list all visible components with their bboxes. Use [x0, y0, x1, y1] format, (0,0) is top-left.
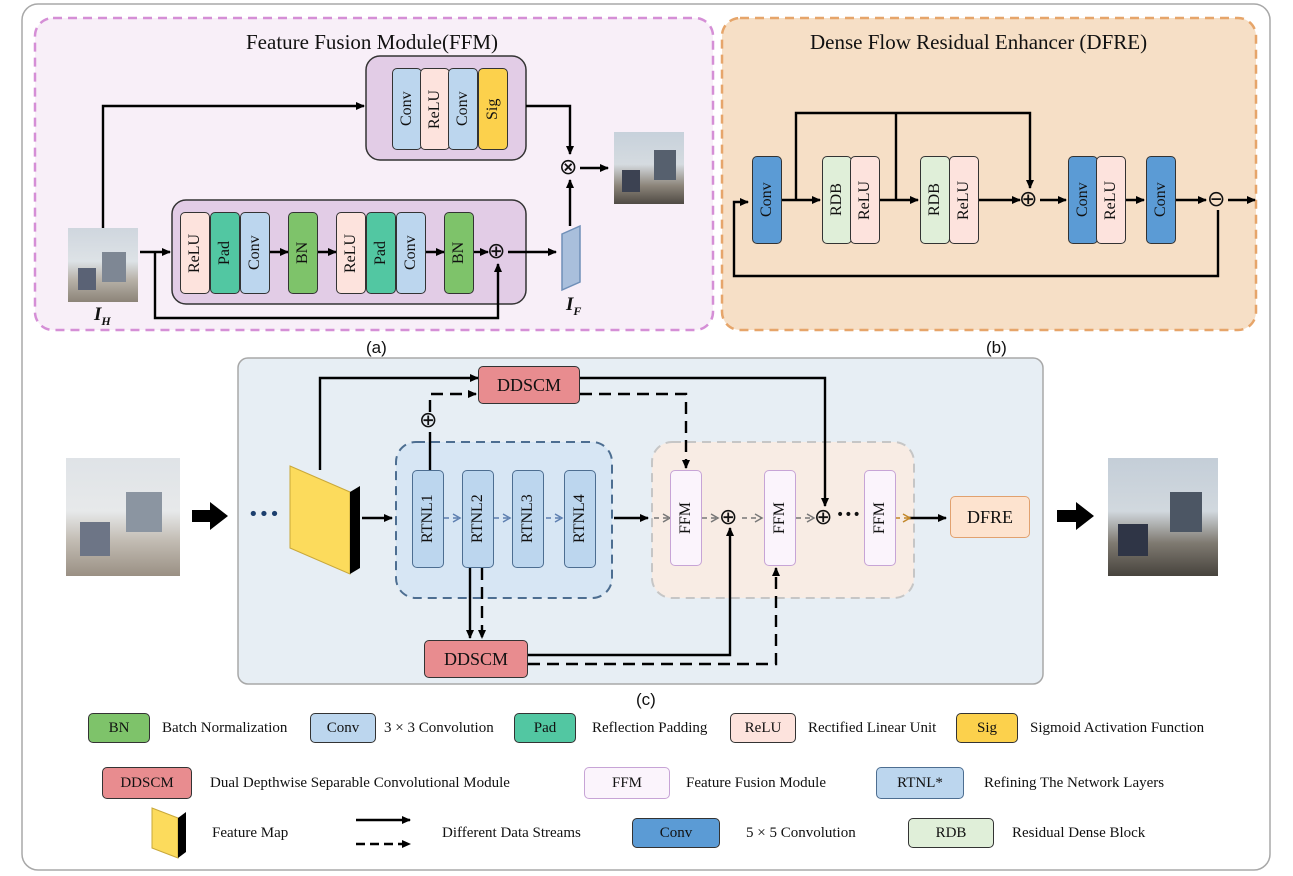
ffm-ellipsis: •••	[836, 507, 861, 523]
main-add-symbol-1: ⊕	[719, 505, 738, 530]
legend-bn-text: Batch Normalization	[162, 720, 288, 736]
dfre-rdb-2: RDB	[920, 156, 950, 244]
ffm-output-image	[614, 132, 684, 204]
dfre-add-symbol: ⊕	[1019, 187, 1038, 212]
ffm-res-conv-1: Conv	[240, 212, 270, 294]
legend-ddscm-swatch: DDSCM	[102, 767, 192, 799]
arrow-add-to-ddscm-dashed	[428, 390, 477, 412]
dfre-relu-1: ReLU	[850, 156, 880, 244]
legend-feature-map-icon	[151, 807, 186, 859]
rtnl-3: RTNL3	[512, 470, 544, 568]
legend-ddscm-text: Dual Depthwise Separable Convolutional M…	[210, 775, 510, 791]
legend-relu-swatch: ReLU	[730, 713, 796, 743]
ffm-attn-sig: Sig	[478, 68, 508, 150]
legend-feature-map-text: Feature Map	[212, 825, 289, 841]
main-add-symbol-top: ⊕	[419, 408, 438, 433]
dfre-rdb-1: RDB	[822, 156, 852, 244]
ffm-res-bn-1: BN	[288, 212, 318, 294]
caption-c: (c)	[636, 690, 656, 709]
legend-rtnl-text: Refining The Network Layers	[984, 775, 1165, 791]
ffm-add-symbol: ⊕	[487, 239, 506, 264]
ffm-block-2: FFM	[764, 470, 796, 566]
ffm-attn-relu: ReLU	[420, 68, 450, 150]
dfre-conv-2: Conv	[1068, 156, 1098, 244]
ffm-multiply-symbol: ⊗	[559, 155, 578, 180]
dfre-panel	[720, 16, 1258, 332]
legend-ffm-swatch: FFM	[584, 767, 670, 799]
leading-ellipsis: •••	[248, 504, 280, 525]
arrow-ih-to-attention	[101, 102, 365, 228]
rtnl-1: RTNL1	[412, 470, 444, 568]
input-hazy-image	[66, 458, 180, 576]
arrow-ddscm-bottom-to-ffm-dashed	[528, 567, 780, 666]
dfre-relu-3: ReLU	[1096, 156, 1126, 244]
if-feature-slab	[561, 224, 581, 292]
feature-map-block	[289, 465, 360, 575]
dfre-conv-3: Conv	[1146, 156, 1176, 244]
legend-conv5-text: 5 × 5 Convolution	[746, 825, 856, 841]
legend-rdb-text: Residual Dense Block	[1012, 825, 1146, 841]
arrow-ddscm-top-to-add2	[580, 376, 829, 507]
legend-pad-text: Reflection Padding	[592, 720, 708, 736]
arrow-fmap-to-ddscm-top	[318, 374, 479, 470]
legend-relu-text: Rectified Linear Unit	[808, 720, 937, 736]
dfre-block: DFRE	[950, 496, 1030, 538]
rtnl-2: RTNL2	[462, 470, 494, 568]
big-arrow-out	[1057, 502, 1094, 530]
legend-sig-swatch: Sig	[956, 713, 1018, 743]
legend-ffm-text: Feature Fusion Module	[686, 775, 826, 791]
legend-conv3-swatch: Conv	[310, 713, 376, 743]
outer-frame	[21, 3, 1271, 871]
input-image-ih	[68, 228, 138, 302]
output-clear-image	[1108, 458, 1218, 576]
ffm-res-relu-1: ReLU	[180, 212, 210, 294]
arrow-global-skip	[732, 198, 1220, 278]
big-arrow-in	[192, 502, 228, 530]
dfre-conv-1: Conv	[752, 156, 782, 244]
legend-conv3-text: 3 × 3 Convolution	[384, 720, 494, 736]
ih-label: IH	[94, 304, 111, 328]
arrow-ddscm-bottom-to-add1	[528, 527, 734, 657]
arrow-dense-skip-1	[794, 111, 1034, 200]
arrow-skip-connection	[153, 252, 502, 320]
ffm-res-pad-1: Pad	[210, 212, 240, 294]
ffm-block-3: FFM	[864, 470, 896, 566]
ddscm-top: DDSCM	[478, 366, 580, 404]
arrow-ddscm-top-to-ffm-dashed	[580, 392, 690, 469]
ffm-block-1: FFM	[670, 470, 702, 566]
arrow-attention-to-mul	[526, 104, 574, 155]
ffm-res-relu-2: ReLU	[336, 212, 366, 294]
dfre-relu-2: ReLU	[949, 156, 979, 244]
dfre-subtract-symbol: ⊖	[1207, 187, 1226, 212]
caption-b: (b)	[986, 338, 1007, 357]
legend-rtnl-swatch: RTNL*	[876, 767, 964, 799]
rtnl-4: RTNL4	[564, 470, 596, 568]
ffm-attn-conv-1: Conv	[392, 68, 422, 150]
ffm-attn-conv-2: Conv	[448, 68, 478, 150]
ffm-res-conv-2: Conv	[396, 212, 426, 294]
main-add-symbol-2: ⊕	[814, 505, 833, 530]
dfre-panel-title: Dense Flow Residual Enhancer (DFRE)	[810, 30, 1148, 54]
legend-data-streams-text: Different Data Streams	[442, 825, 581, 841]
legend-pad-swatch: Pad	[514, 713, 576, 743]
legend-rdb-swatch: RDB	[908, 818, 994, 848]
legend-bn-swatch: BN	[88, 713, 150, 743]
ddscm-bottom: DDSCM	[424, 640, 528, 678]
ffm-res-bn-2: BN	[444, 212, 474, 294]
caption-a: (a)	[366, 338, 387, 357]
legend-sig-text: Sigmoid Activation Function	[1030, 720, 1205, 736]
if-label: IF	[566, 294, 582, 318]
ffm-res-pad-2: Pad	[366, 212, 396, 294]
legend-conv5-swatch: Conv	[632, 818, 720, 848]
ffm-panel-title: Feature Fusion Module(FFM)	[246, 30, 498, 54]
